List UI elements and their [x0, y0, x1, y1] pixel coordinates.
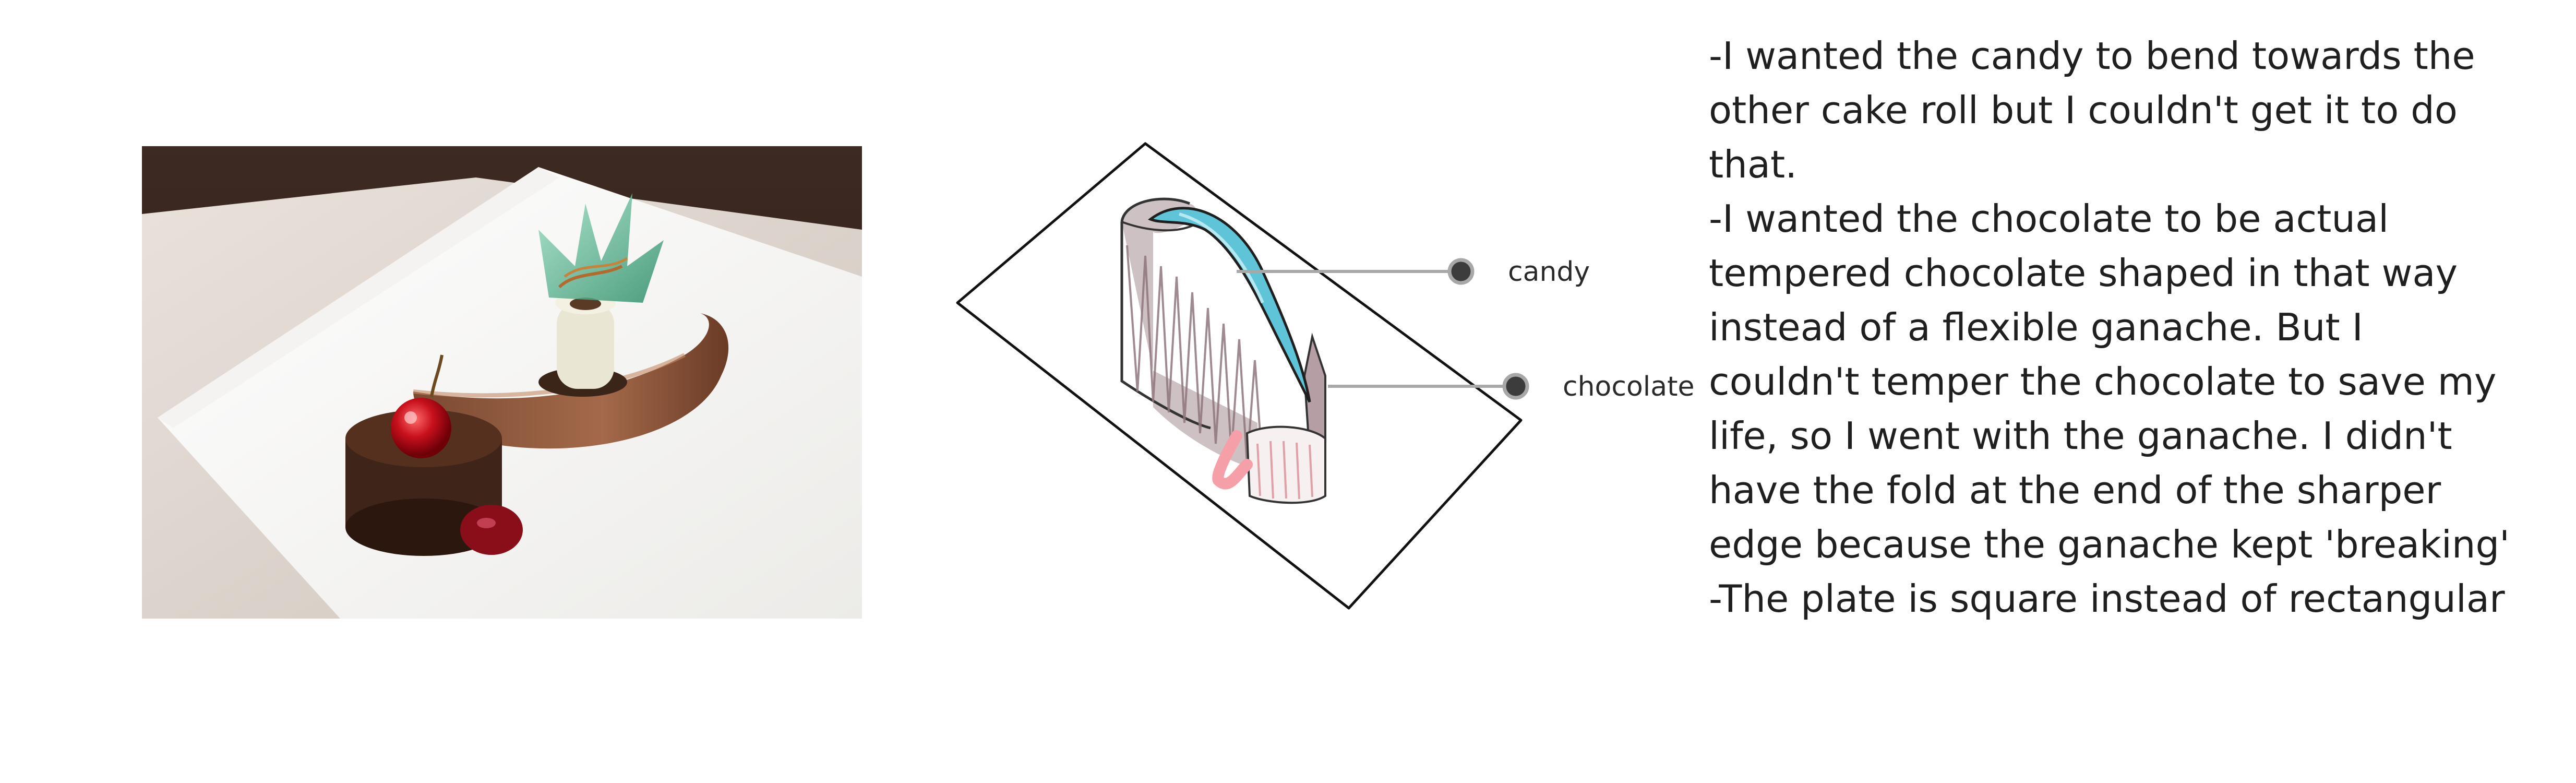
chocolate-label: chocolate	[1563, 371, 1695, 402]
sketch-sauce	[1212, 430, 1253, 490]
dessert-photo	[142, 146, 862, 619]
note-3: -The plate is square instead of rectangu…	[1709, 577, 2505, 621]
notes-text: -I wanted the candy to bend towards the …	[1709, 29, 2523, 626]
chocolate-callout-dot	[1502, 373, 1529, 400]
dessert-photo-art	[142, 146, 862, 619]
plate-outline	[956, 142, 1523, 610]
candy-callout-dot	[1447, 258, 1475, 285]
candy-label: candy	[1508, 256, 1590, 288]
sketch-cake-roll	[1245, 425, 1326, 504]
dessert-sketch	[944, 130, 1696, 621]
sketch-drawing	[956, 142, 1529, 610]
note-1: -I wanted the candy to bend towards the …	[1709, 34, 2475, 186]
note-2: -I wanted the chocolate to be actual tem…	[1709, 197, 2510, 566]
